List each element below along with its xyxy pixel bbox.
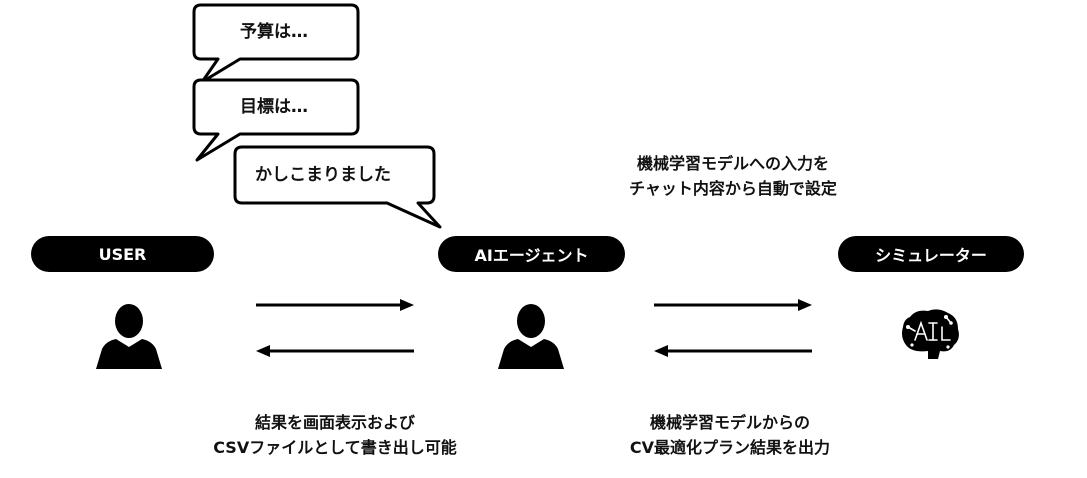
ai-brain-icon (902, 309, 959, 359)
arrow-left-agent-to-user (256, 345, 414, 357)
caption-model-output-line2: CV最適化プラン結果を出力 (629, 438, 831, 457)
caption-output-display-line2: CSVファイルとして書き出し可能 (213, 438, 457, 457)
node-agent-label: AIエージェント (438, 236, 625, 272)
caption-model-output-line1: 機械学習モデルからの (649, 413, 810, 432)
caption-input-setting: 機械学習モデルへの入力を チャット内容から自動で設定 (583, 151, 883, 201)
arrow-right-agent-to-simulator (654, 299, 812, 311)
caption-model-output: 機械学習モデルからの CV最適化プラン結果を出力 (580, 410, 880, 460)
node-simulator-label: シミュレーター (838, 236, 1024, 272)
speech-bubble-2-text: 目標は… (240, 97, 308, 117)
caption-output-display: 結果を画面表示および CSVファイルとして書き出し可能 (180, 410, 490, 460)
speech-bubble-3 (233, 145, 442, 229)
speech-bubble-1-text: 予算は… (240, 22, 308, 42)
speech-bubble-1 (192, 3, 360, 84)
agent-person-icon (498, 304, 564, 369)
arrow-left-simulator-to-agent (654, 345, 812, 357)
caption-output-display-line1: 結果を画面表示および (254, 413, 415, 432)
caption-input-setting-line1: 機械学習モデルへの入力を (636, 154, 829, 173)
user-person-icon (96, 304, 162, 369)
speech-bubble-3-text: かしこまりました (255, 165, 391, 185)
node-user-label: USER (31, 236, 214, 272)
caption-input-setting-line2: チャット内容から自動で設定 (629, 179, 837, 198)
arrow-right-user-to-agent (256, 299, 414, 311)
speech-bubble-2 (192, 78, 360, 162)
